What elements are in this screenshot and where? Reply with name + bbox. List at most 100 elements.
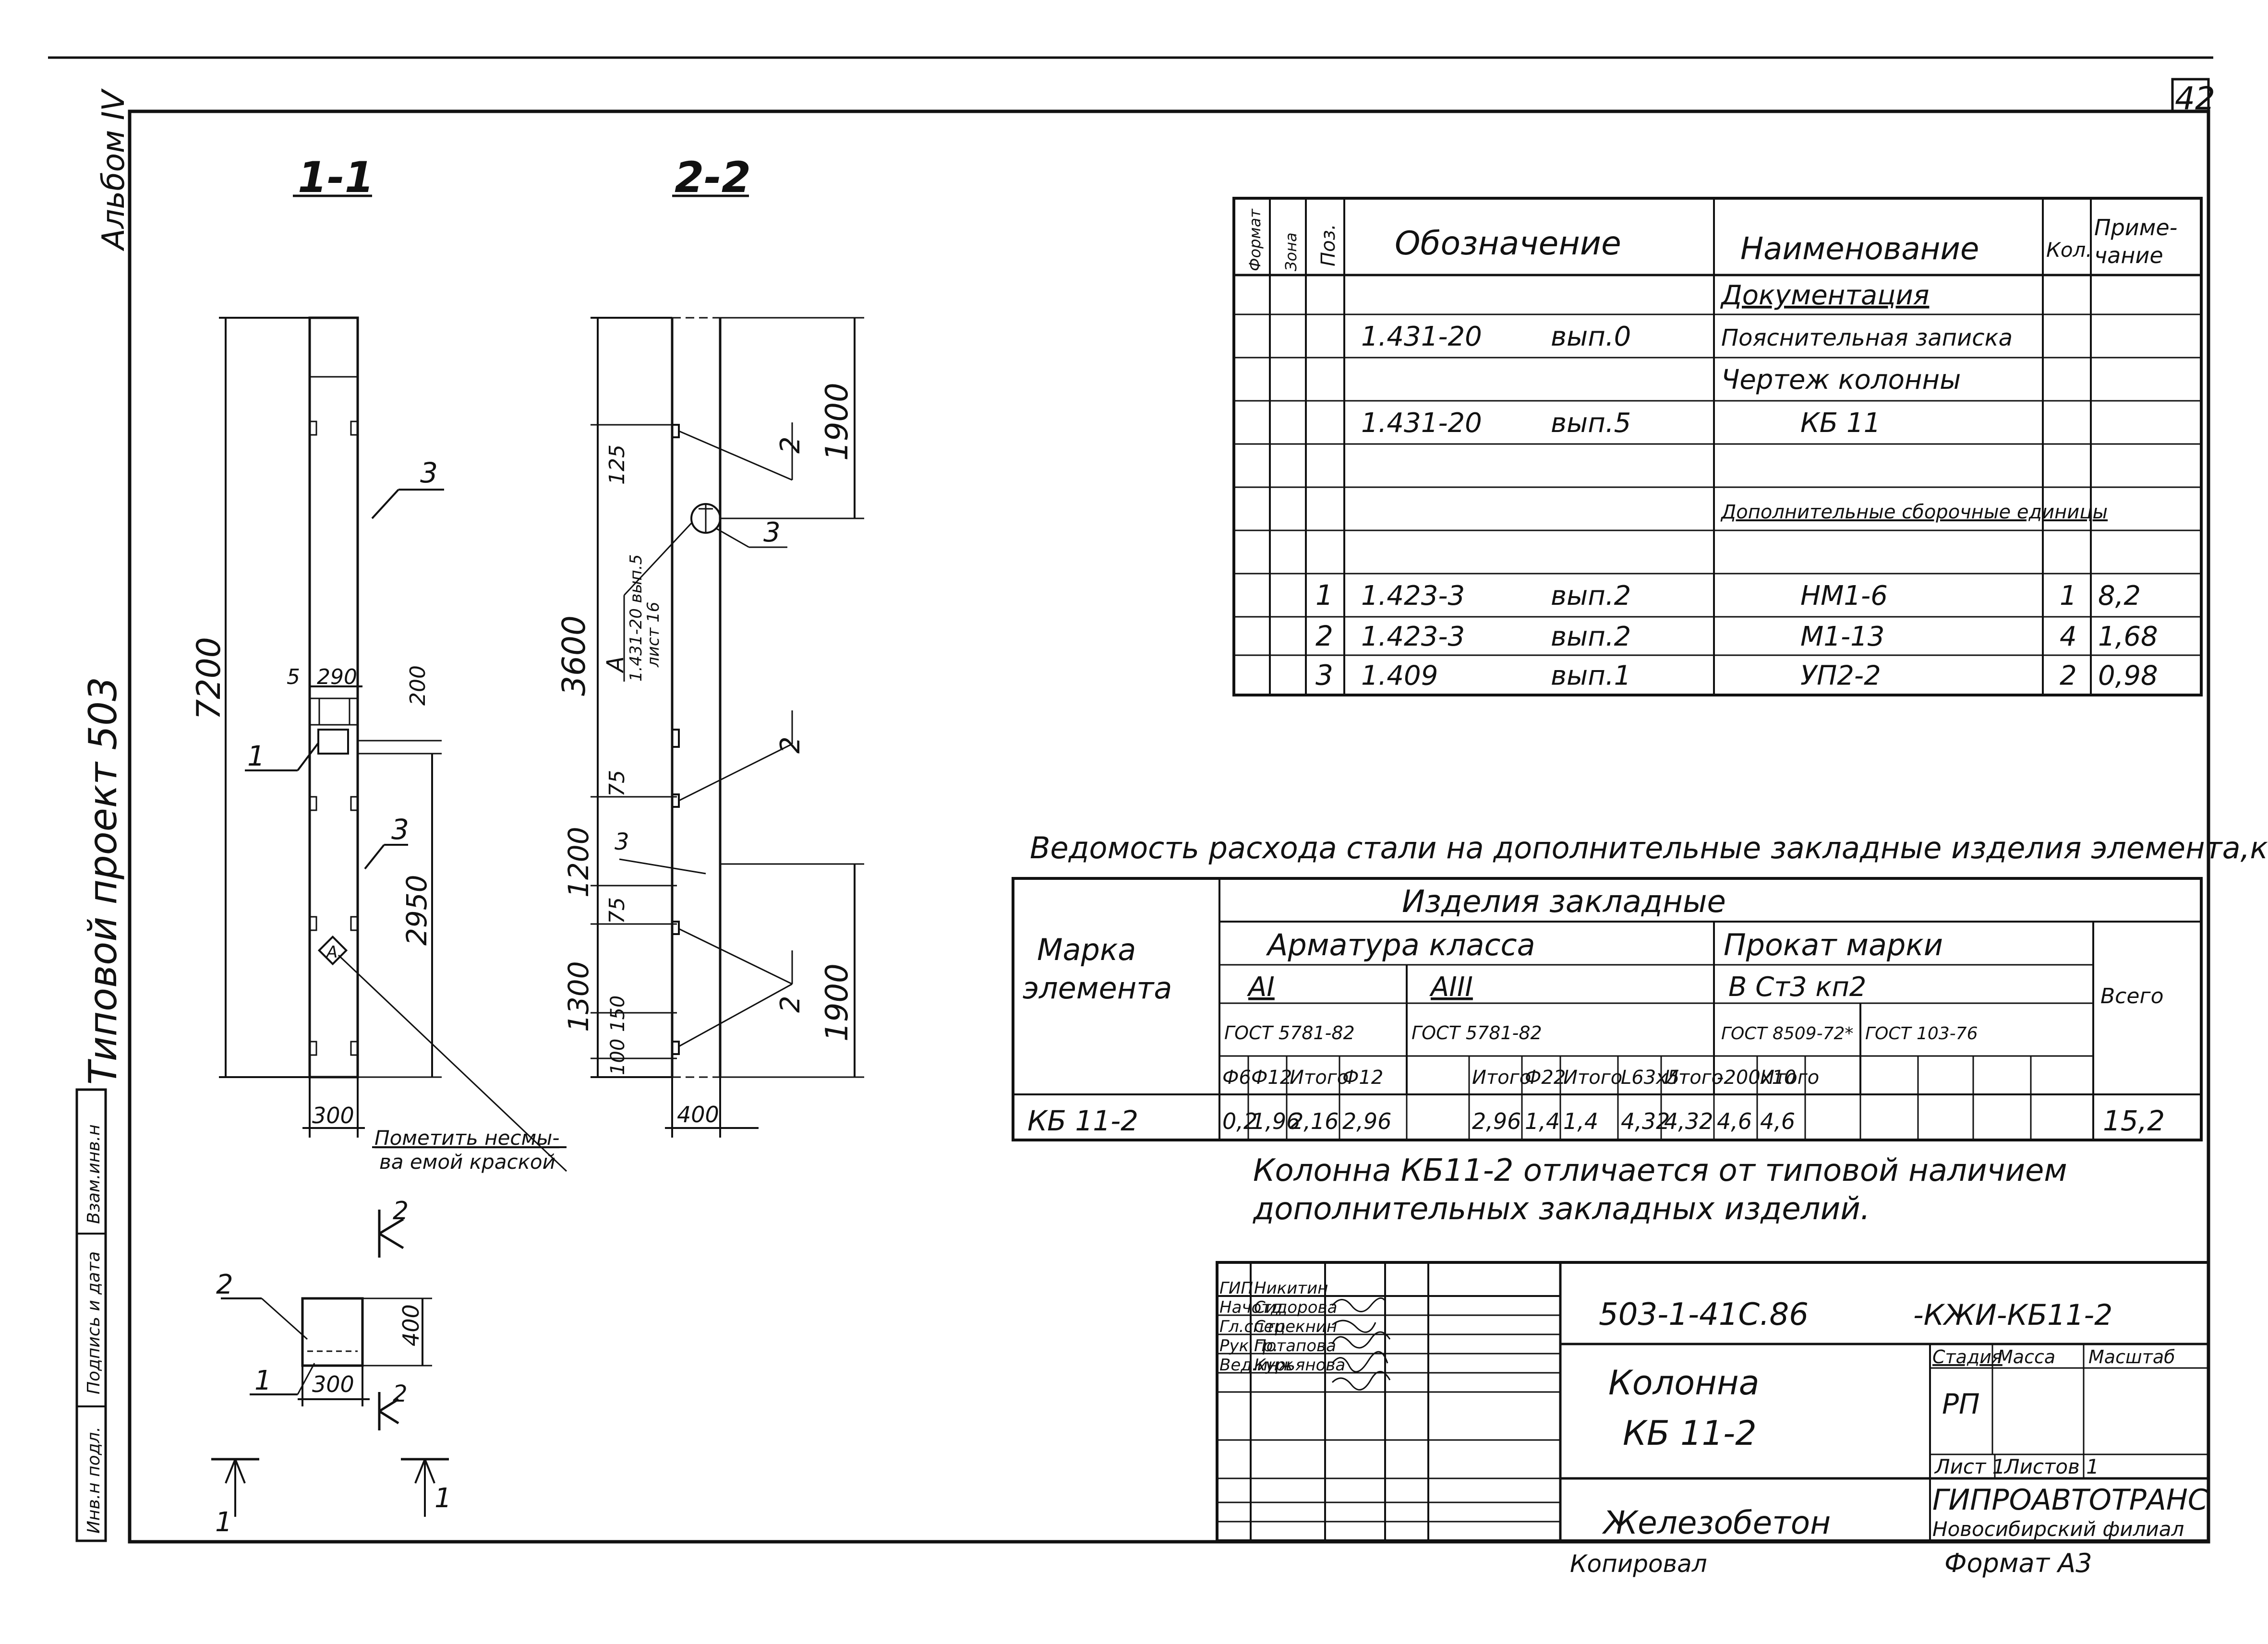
label-pos-1-b: 1 <box>254 1365 272 1396</box>
side-project: Типовой проект 503 <box>81 677 125 1085</box>
steel-col-header: Итого <box>1563 1067 1622 1089</box>
title-block <box>1216 1261 2210 1542</box>
label-pos-3-d: 3 <box>615 828 629 855</box>
spec-row-name: Пояснительная записка <box>1721 324 2013 351</box>
spec-h-note: Приме-чание <box>2094 215 2177 268</box>
spec-h-zone: Зона <box>1282 232 1300 271</box>
stamp-cell-replace: Взам.инв.н <box>84 1124 104 1224</box>
spec-row-issue: вып.2 <box>1551 580 1631 612</box>
spec-row-designation: 1.423-3 <box>1361 621 1465 652</box>
spec-row-issue: вып.2 <box>1551 621 1631 652</box>
dim-5: 5 <box>287 665 300 689</box>
ref-A-letter: А <box>602 656 629 673</box>
spec-row-qty: 4 <box>2060 621 2077 652</box>
spec-row-designation: 1.423-3 <box>1361 580 1465 612</box>
steel-col-header: Ф12 <box>1251 1067 1292 1089</box>
spec-rows: Документация 1.431-20 вып.0 Пояснительная з… <box>1315 280 2158 692</box>
steel-h-gost-AI: ГОСТ 5781-82 <box>1224 1022 1355 1044</box>
steel-title: Ведомость расхода стали на дополнительны… <box>1030 830 2268 865</box>
spec-row-note: 1,68 <box>2098 621 2158 652</box>
dim-300-b: 300 <box>312 1371 354 1397</box>
steel-row-value: 4,32 <box>1621 1108 1670 1134</box>
spec-row-qty: 1 <box>2060 580 2077 612</box>
tb-role: ГИП <box>1219 1279 1253 1298</box>
spec-row-name: КБ 11 <box>1800 408 1881 439</box>
steel-row-value: 2,96 <box>1342 1108 1391 1134</box>
dim-1900-top: 1900 <box>820 383 855 461</box>
dim-1900-bot: 1900 <box>820 963 855 1042</box>
spec-row-name: Чертеж колонны <box>1721 364 1961 396</box>
steel-h-gost-AIII: ГОСТ 5781-82 <box>1411 1022 1542 1044</box>
tb-copied: Копировал <box>1570 1550 1707 1578</box>
stamp-cell-inv: Инв.н подл. <box>84 1427 104 1534</box>
paint-note-2: ва емой краской <box>379 1150 555 1174</box>
spec-row-note: 0,98 <box>2098 660 2158 692</box>
section-1-1-title: 1-1 <box>298 153 374 202</box>
steel-h-gost-r2: ГОСТ 103-76 <box>1865 1024 1978 1044</box>
cut-mark-1-left: 1 <box>215 1507 232 1538</box>
spec-row-note: 8,2 <box>2098 580 2141 612</box>
dim-200: 200 <box>406 665 430 706</box>
steel-row-value: 4,32 <box>1664 1108 1713 1134</box>
steel-note-2: дополнительных закладных изделий. <box>1253 1191 1870 1227</box>
dim-400-a: 400 <box>677 1102 719 1128</box>
side-stamp <box>75 1088 107 1542</box>
spec-row-pos: 3 <box>1315 659 1333 692</box>
spec-h-qty: Кол. <box>2046 238 2092 262</box>
section-2-2 <box>591 194 864 1138</box>
steel-row-total: 15,2 <box>2103 1104 2165 1137</box>
tb-org-2: Новосибирский филиал <box>1932 1517 2184 1541</box>
steel-h-mark-1: Марка <box>1037 932 1136 967</box>
steel-h-total: Всего <box>2100 984 2163 1008</box>
steel-row-value: 2,96 <box>1472 1108 1521 1134</box>
spec-h-pos: Поз. <box>1317 224 1339 266</box>
tb-name: Никитин <box>1254 1279 1328 1298</box>
signatures <box>1331 1297 1391 1391</box>
steel-cells: Ф60,2Ф121,96Итого2,16Ф122,96Итого2,96Ф22… <box>1222 1056 2032 1140</box>
steel-row-value: 4,6 <box>1760 1108 1795 1134</box>
steel-col-header: -200х10 <box>1717 1067 1796 1089</box>
spec-row-pos: 2 <box>1315 620 1333 652</box>
spec-row-name: Документация <box>1720 280 1929 311</box>
section-1-1 <box>219 194 567 1172</box>
sheet-frame <box>48 56 2213 1544</box>
spec-table <box>1232 197 2203 696</box>
tb-role: Гл.спец <box>1219 1317 1285 1336</box>
steel-h-rebar: Арматура класса <box>1266 927 1535 962</box>
tb-stage: РП <box>1942 1388 1980 1420</box>
dim-7200: 7200 <box>190 637 228 720</box>
dim-3600: 3600 <box>555 615 592 696</box>
tb-name: Потапова <box>1254 1336 1336 1356</box>
dim-2950: 2950 <box>400 875 433 946</box>
label-pos-2-c: 2 <box>775 996 806 1013</box>
steel-col-header: Итого <box>1472 1067 1531 1089</box>
steel-col-header: Итого <box>1290 1067 1349 1089</box>
label-A-mark: А <box>326 943 338 962</box>
spec-row-issue: вып.5 <box>1551 408 1631 439</box>
tb-material: Железобетон <box>1602 1504 1831 1541</box>
steel-row-mark: КБ 11-2 <box>1027 1104 1138 1137</box>
steel-row-value: 1,96 <box>1251 1108 1300 1134</box>
tb-name: Сидорова <box>1254 1298 1337 1317</box>
steel-col-header: Ф6 <box>1222 1067 1251 1089</box>
side-album: Альбом IV <box>96 88 132 252</box>
cut-mark-1-right: 1 <box>434 1483 452 1514</box>
steel-col-header: Итого <box>1664 1067 1723 1089</box>
spec-row-designation: 1.431-20 <box>1361 408 1482 439</box>
tb-role: Начотд. <box>1219 1298 1287 1317</box>
steel-note-1: Колонна КБ11-2 отличается от типовой нал… <box>1253 1153 2067 1188</box>
spec-row-pos: 1 <box>1315 579 1333 612</box>
tb-doc: -КЖИ-КБ11-2 <box>1913 1298 2112 1332</box>
spec-row-name: УП2-2 <box>1800 660 1881 692</box>
label-pos-2-b: 2 <box>775 736 806 754</box>
stamp-cell-sign: Подпись и дата <box>84 1251 104 1394</box>
section-2-2-title: 2-2 <box>675 153 751 202</box>
spec-row-name: М1-13 <box>1800 621 1884 652</box>
sheet-number: 42 <box>2175 80 2215 117</box>
spec-row-issue: вып.0 <box>1551 321 1631 352</box>
steel-h-steel: В Ст3 кп2 <box>1728 972 1866 1003</box>
steel-h-AI: АI <box>1247 972 1275 1003</box>
label-pos-2-d: 2 <box>216 1269 233 1300</box>
